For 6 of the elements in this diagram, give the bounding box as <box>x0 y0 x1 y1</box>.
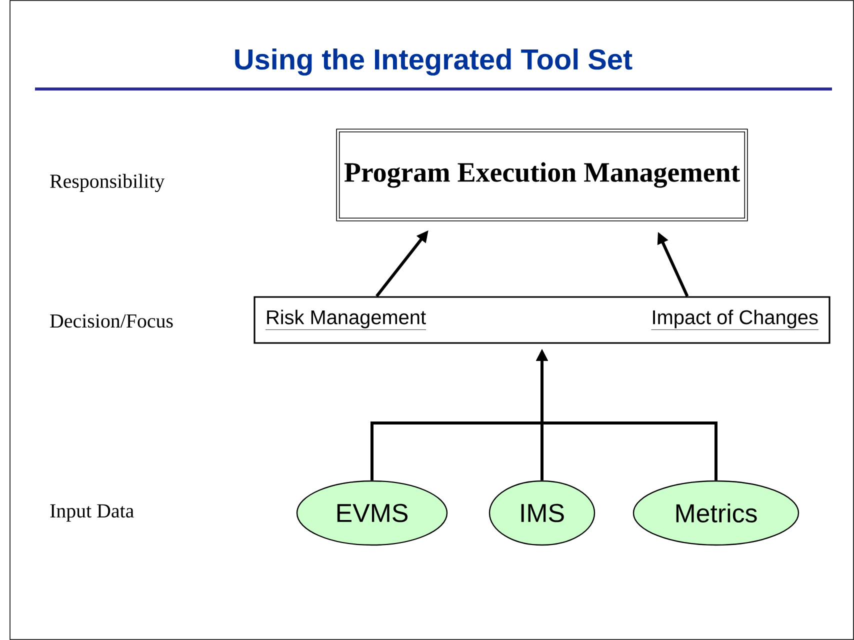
focus-box: Risk Management Impact of Changes <box>254 296 830 344</box>
title: Using the Integrated Tool Set <box>235 48 632 76</box>
process-box: Program Execution Management <box>336 128 748 222</box>
row-label: Decision/Focus <box>50 314 173 328</box>
row-label: Input Data <box>50 504 134 522</box>
row-label: Responsibility <box>50 174 165 192</box>
